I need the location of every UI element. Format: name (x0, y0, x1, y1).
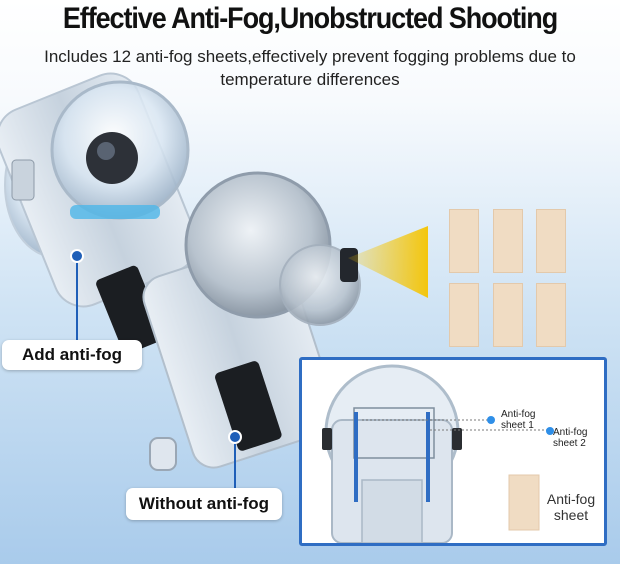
right-clip (340, 248, 358, 282)
anti-fog-sheet (536, 209, 566, 273)
anti-fog-sheet (449, 209, 479, 273)
housing-without-anti-fog (142, 171, 361, 471)
inset-lower-body (361, 479, 423, 543)
inset-marker-1 (487, 416, 495, 424)
right-latch (215, 361, 282, 451)
anti-fog-sheet (536, 283, 566, 347)
mount-tab (149, 437, 177, 471)
inset-housing-diagram (322, 364, 554, 543)
inset-left-latch (322, 428, 332, 450)
anti-fog-sheet (493, 209, 523, 273)
inset-sheet-1-slot (354, 412, 358, 502)
light-beam (348, 226, 428, 298)
lens-glow (70, 205, 160, 219)
callout-without-anti-fog: Without anti-fog (126, 488, 282, 520)
anti-fog-sheet (449, 283, 479, 347)
callout-pointers (70, 249, 242, 488)
page-title: Effective Anti-Fog,Unobstructed Shooting (62, 2, 558, 35)
left-clip (11, 159, 35, 201)
left-latch (96, 265, 165, 354)
inset-note-sheet-2: Anti-fog sheet 2 (553, 427, 588, 449)
housing-with-anti-fog (0, 72, 198, 354)
callout-add-anti-fog: Add anti-fog (2, 340, 142, 370)
page-subtitle: Includes 12 anti-fog sheets,effectively … (44, 47, 576, 89)
lens-highlight (97, 142, 115, 160)
inset-sheet-2-slot (426, 412, 430, 502)
inset-note-sheet-1: Anti-fog sheet 1 (501, 409, 536, 431)
inset-right-latch (452, 428, 462, 450)
camera-lens (86, 132, 138, 184)
inset-marker-2 (546, 427, 554, 435)
anti-fog-sheet (493, 283, 523, 347)
installation-inset: Anti-fog sheet 1 Anti-fog sheet 2 Anti-f… (299, 357, 607, 546)
inset-sheet-label: Anti-fog sheet (546, 491, 596, 523)
inset-sheet-sample (508, 474, 540, 531)
